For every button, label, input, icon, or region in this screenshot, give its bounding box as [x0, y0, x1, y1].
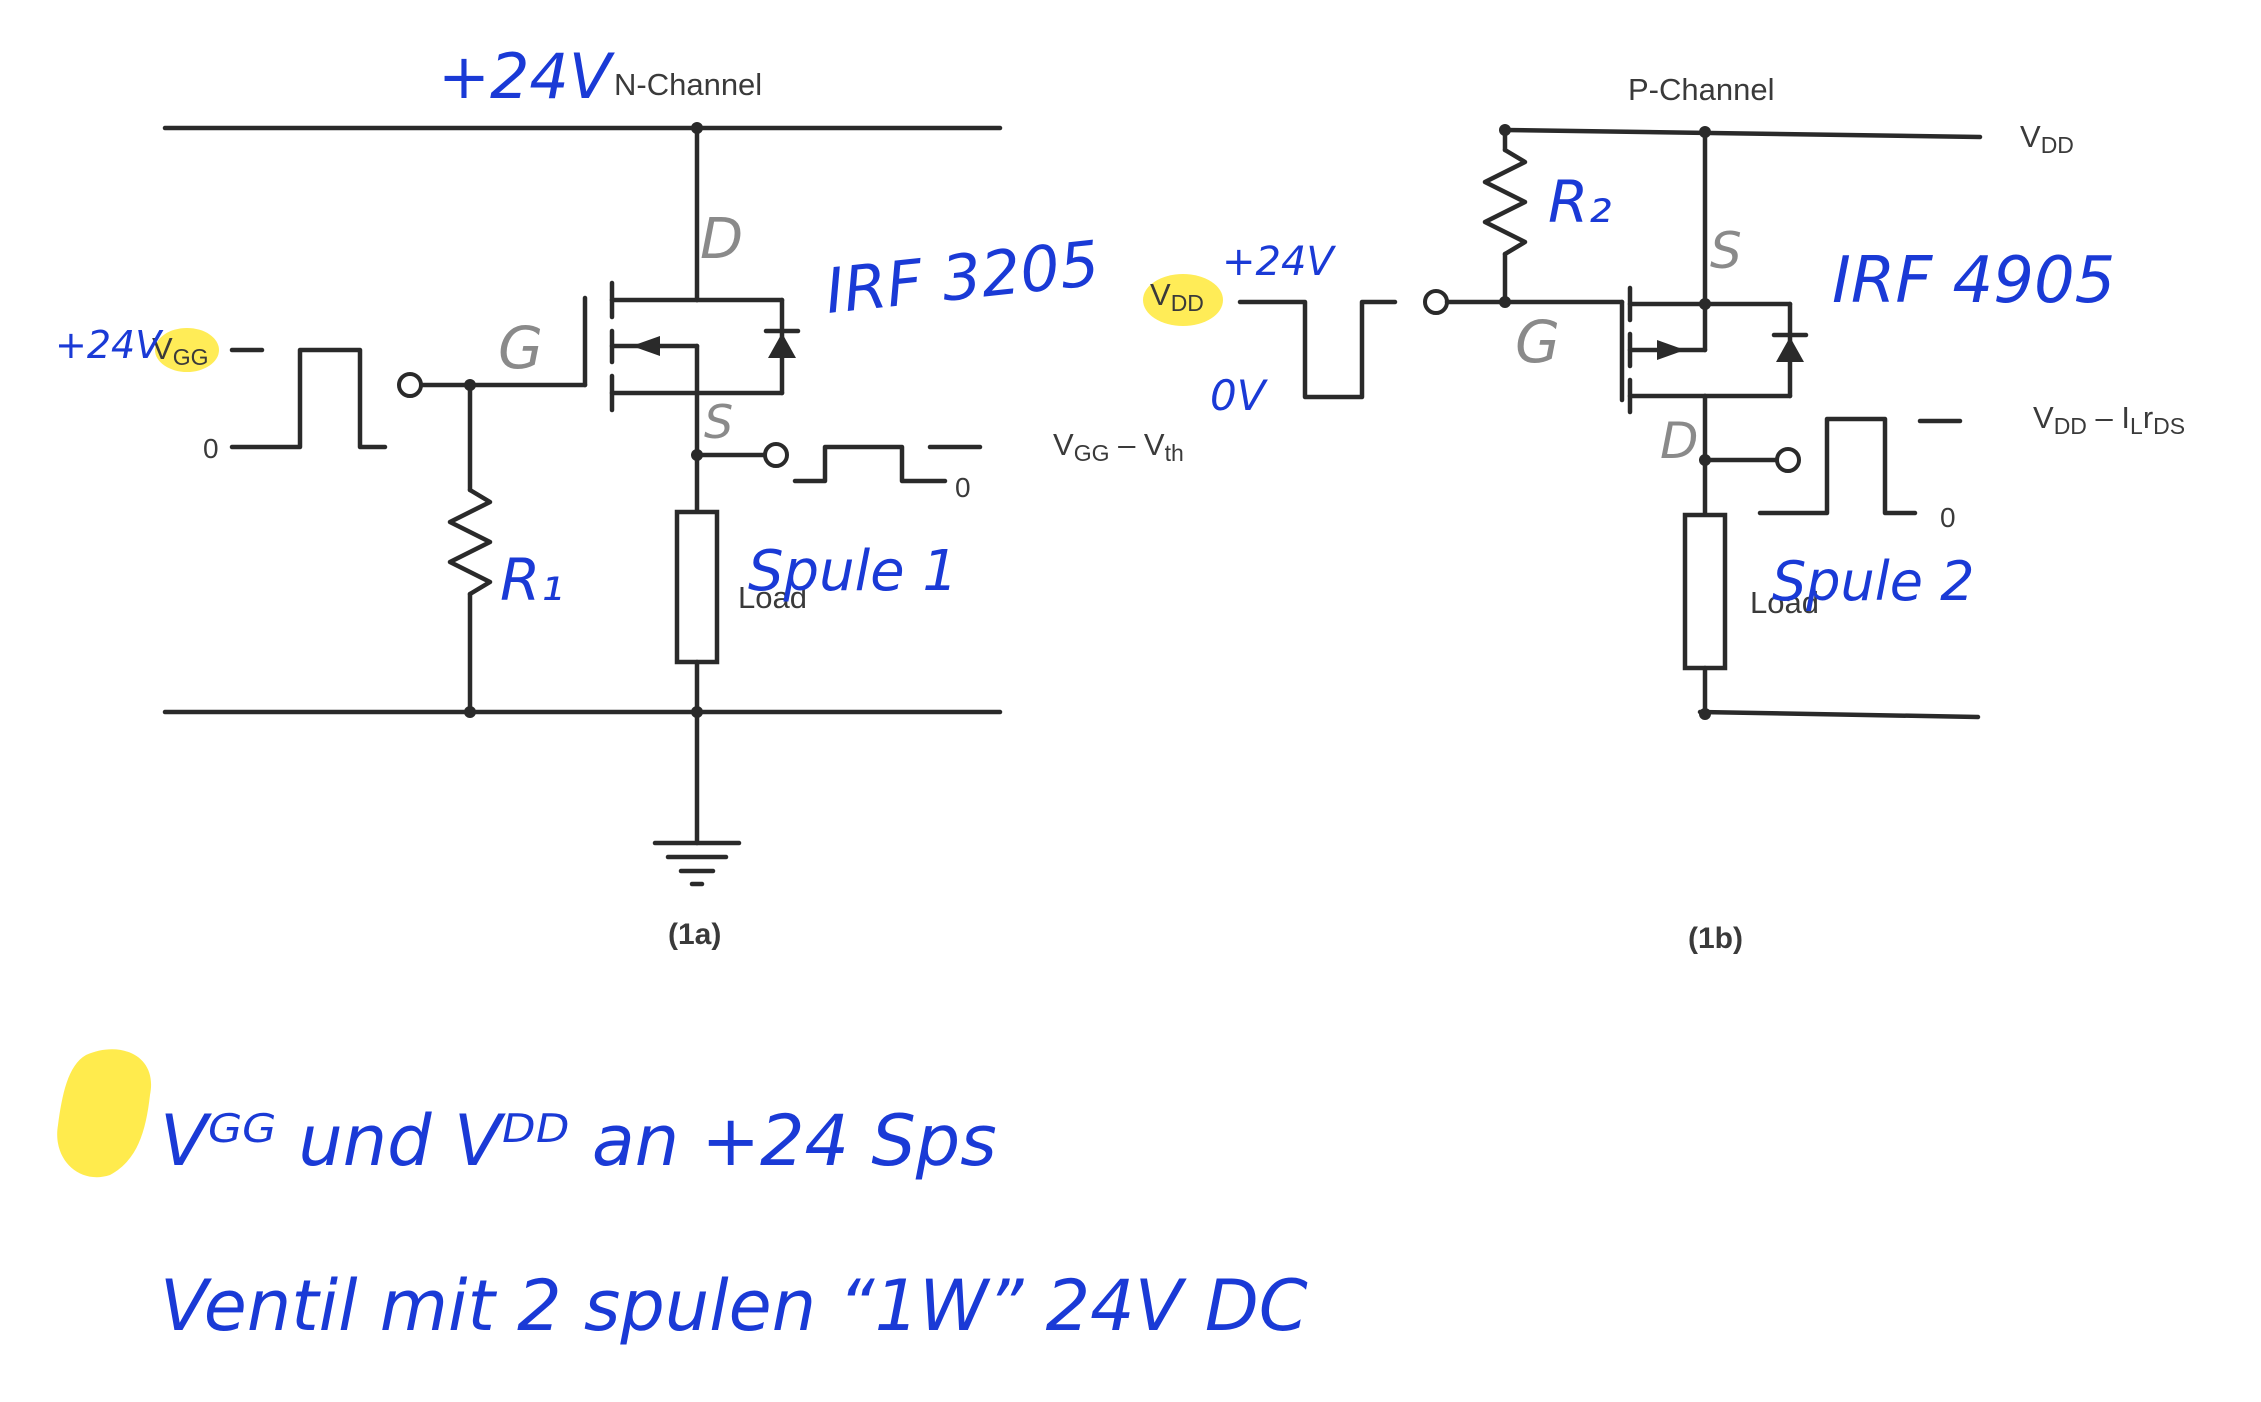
gate-terminal-b: [1423, 289, 1449, 315]
note-line-2: Ventil mit 2 spulen “1W” 24V DC: [160, 1265, 1308, 1347]
ground-icon: [652, 840, 742, 887]
supply-rail-b: [1502, 127, 1983, 140]
output-pulse-a: [792, 444, 948, 484]
hand-b-part: IRF 4905: [1832, 244, 2115, 318]
output-terminal-b: [1775, 447, 1801, 473]
highlight-vdd-input: [1143, 274, 1223, 326]
note-line-1: Vᴳᴳ und Vᴰᴰ an +24 Sps: [160, 1100, 997, 1182]
mosfet-p: [1627, 126, 1809, 463]
hand-b-resistor: R₂: [1548, 168, 1612, 236]
hand-b-drain: D: [1660, 412, 1699, 470]
hand-a-resistor: R₁: [500, 546, 564, 614]
hand-b-gate: G: [1515, 308, 1560, 376]
label-vdd-minus-ilrds: VDD – ILrDS: [2033, 400, 2185, 439]
caption-1b: (1b): [1688, 922, 1743, 955]
hand-b-input-high: +24V: [1222, 239, 1336, 285]
body-arrow-a: [632, 336, 660, 356]
hand-a-gate: G: [498, 314, 543, 382]
body-arrow-b: [1657, 340, 1685, 360]
resistor-r1: [447, 487, 493, 597]
ground-rail-b: [1697, 709, 1981, 720]
hand-b-coil: Spule 2: [1772, 550, 1975, 613]
caption-1a: (1a): [668, 918, 721, 951]
hand-a-part: IRF 3205: [822, 227, 1103, 328]
handwritten-annotations: +24V +24V D G S IRF 3205 R₁ Spule 1 +24V…: [55, 40, 2115, 1347]
node-dot: [691, 122, 703, 134]
hand-b-source: S: [1710, 222, 1742, 280]
hand-a-coil: Spule 1: [748, 539, 958, 604]
hand-a-supply: +24V: [438, 40, 616, 113]
diode-triangle-a: [768, 333, 796, 358]
resistor-r2: [1482, 147, 1528, 257]
highlight-vgg: [155, 328, 219, 372]
output-pulse-b: [1757, 416, 1918, 516]
highlighter-marks: [57, 274, 1223, 1178]
output-terminal-a: [763, 442, 789, 468]
label-gate-low: 0: [203, 433, 219, 464]
label-vgg: VGG: [152, 331, 208, 370]
node-dot: [464, 706, 476, 718]
gate-pulse-b: [1237, 299, 1398, 400]
circuit-p-channel: P-Channel (1b) VDD VDD VDD – ILrDS 0 Loa…: [1150, 72, 2185, 955]
hand-a-source: S: [704, 395, 733, 449]
title-n-channel: N-Channel: [614, 67, 762, 102]
hand-a-drain: D: [700, 207, 743, 272]
label-output-low-b: 0: [1940, 502, 1956, 533]
mosfet-n: [582, 280, 801, 458]
node-dot: [1699, 708, 1711, 720]
label-load-b: Load: [1750, 585, 1819, 620]
hand-b-input-low: 0V: [1210, 371, 1269, 420]
gate-terminal-a: [397, 372, 423, 398]
load-a: [674, 509, 720, 665]
label-vdd-input: VDD: [1150, 277, 1204, 316]
load-b: [1682, 512, 1728, 671]
circuit-n-channel: N-Channel (1a) VGG 0 VGG – Vth 0 Load: [152, 67, 1184, 951]
label-load-a: Load: [738, 580, 807, 615]
title-p-channel: P-Channel: [1628, 72, 1774, 107]
hand-a-gate-supply: +24V: [55, 323, 164, 367]
label-vgg-minus-vth: VGG – Vth: [1053, 427, 1184, 466]
label-output-low-a: 0: [955, 472, 971, 503]
highlight-notes: [57, 1049, 152, 1178]
gate-pulse-a: [229, 347, 388, 450]
node-dot: [1699, 126, 1711, 138]
diode-triangle-b: [1776, 337, 1804, 362]
label-vdd-rail: VDD: [2020, 119, 2074, 158]
